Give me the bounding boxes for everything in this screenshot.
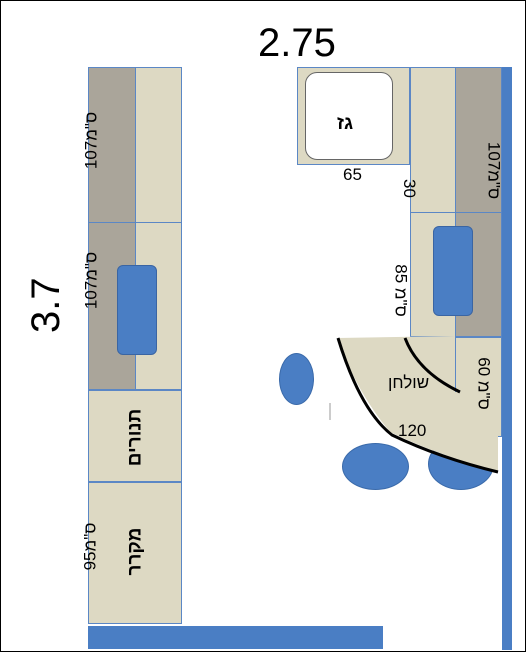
oven-unit [88, 390, 182, 482]
left-middle-depth: 107ס"מ [81, 251, 101, 310]
fridge-unit [88, 482, 182, 624]
fridge-label: מקרר [124, 527, 146, 576]
ovens-label: תנורים [124, 408, 146, 467]
chair-1 [279, 353, 314, 405]
chair-2 [342, 443, 409, 490]
gas-width-label: 65 [343, 165, 362, 184]
fridge-depth: 95ס"מ [80, 522, 100, 571]
right-wall [502, 67, 512, 650]
left-upper-depth: 107ס"מ [81, 111, 101, 170]
island-depth: 85 ס"מ [391, 264, 411, 317]
right-outer-depth: 107ס"מ [484, 141, 504, 200]
gas-label: גז [337, 113, 354, 134]
right-sink [433, 226, 473, 316]
height-dimension: 3.7 [24, 277, 68, 333]
width-dimension: 2.75 [258, 21, 336, 65]
table-outer-edge [336, 337, 499, 474]
left-sink [117, 265, 157, 355]
gas-hob [305, 72, 393, 160]
gap-label: 30 [399, 179, 419, 198]
table-label: שולחן [388, 373, 430, 392]
table-depth: 60 ס"מ [474, 357, 494, 410]
right-counter-divider [410, 212, 502, 213]
left-counter-divider [88, 222, 182, 223]
bottom-wall [88, 626, 383, 649]
table-surface [338, 336, 498, 472]
table-inner-edge [403, 337, 461, 394]
table-width-label: 120 [398, 421, 427, 440]
